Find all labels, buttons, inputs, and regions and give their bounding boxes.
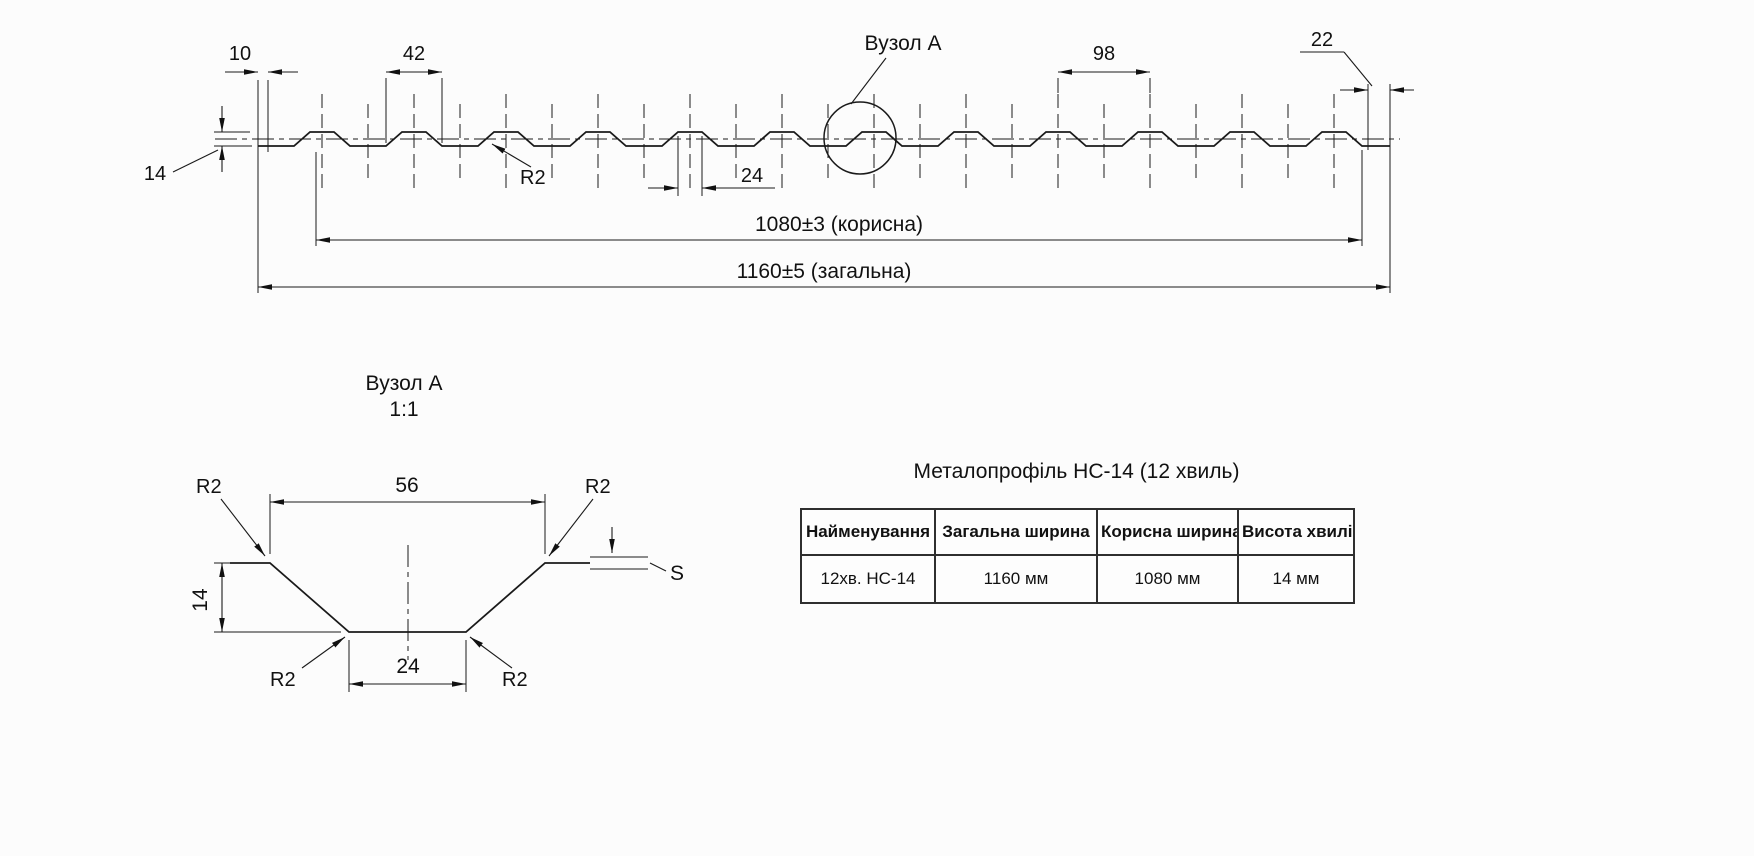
detail-dimension-lines — [219, 498, 594, 687]
detail-view-node-a: Вузол А 1:1 — [189, 372, 684, 692]
radius-leader-bottom-right — [469, 636, 513, 669]
radius-leader-top-right — [548, 498, 594, 557]
spec-cell-name: 12хв. НС-14 — [800, 554, 936, 604]
detail-r2-bottom-left-label: R2 — [270, 669, 296, 691]
node-a-leader — [850, 57, 887, 105]
detail-dim-14-label: 14 — [189, 588, 212, 612]
thickness-s-label: S — [670, 562, 684, 585]
radius-leader-bottom-left — [301, 636, 346, 669]
radius-leader — [491, 143, 532, 168]
detail-profile-outline — [230, 562, 590, 633]
dim-42-label: 42 — [403, 43, 425, 65]
detail-dim-56-label: 56 — [395, 474, 418, 497]
dim-total-width-label: 1160±5 (загальна) — [737, 260, 912, 283]
dim-24-label: 24 — [741, 165, 763, 187]
dimension-lines — [172, 51, 1414, 290]
spec-table-title: Металопрофіль НС-14 (12 хвиль) — [913, 460, 1240, 483]
dim-98-label: 98 — [1093, 43, 1115, 65]
spec-header-name: Найменування — [800, 508, 936, 556]
detail-r2-top-left-label: R2 — [196, 476, 222, 498]
wave-mid-centerlines — [367, 104, 1289, 184]
spec-cell-useful-width: 1080 мм — [1096, 554, 1239, 604]
spec-table: Найменування Загальна ширина Корисна шир… — [800, 508, 1355, 604]
spec-table-data-row: 12хв. НС-14 1160 мм 1080 мм 14 мм — [800, 554, 1355, 604]
dim-useful-width-label: 1080±3 (корисна) — [755, 213, 923, 236]
dim-10-label: 10 — [229, 43, 251, 65]
detail-scale: 1:1 — [389, 398, 418, 421]
detail-r2-bottom-right-label: R2 — [502, 669, 528, 691]
radius-leader-top-left — [220, 498, 266, 557]
wave-centerlines — [321, 94, 1335, 190]
detail-dim-24-label: 24 — [396, 655, 420, 678]
node-a-callout-label: Вузол А — [865, 32, 942, 55]
spec-cell-total-width: 1160 мм — [934, 554, 1098, 604]
spec-header-wave-height: Висота хвилі — [1237, 508, 1355, 556]
profile-outline — [258, 131, 1390, 147]
spec-table-header-row: Найменування Загальна ширина Корисна шир… — [800, 508, 1355, 556]
detail-extension-lines — [214, 494, 546, 692]
radius-r2-label: R2 — [520, 167, 546, 189]
spec-header-total-width: Загальна ширина — [934, 508, 1098, 556]
thickness-detail — [590, 527, 667, 572]
detail-r2-top-right-label: R2 — [585, 476, 611, 498]
dim-22-label: 22 — [1311, 29, 1333, 51]
detail-title: Вузол А — [366, 372, 443, 395]
spec-header-useful-width: Корисна ширина — [1096, 508, 1239, 556]
dim-14-label: 14 — [144, 163, 166, 185]
spec-cell-wave-height: 14 мм — [1237, 554, 1355, 604]
main-profile-view: 10 42 98 22 14 R2 24 Вузол А 1080±3 (кор… — [144, 29, 1414, 293]
node-a-circle — [823, 101, 897, 175]
